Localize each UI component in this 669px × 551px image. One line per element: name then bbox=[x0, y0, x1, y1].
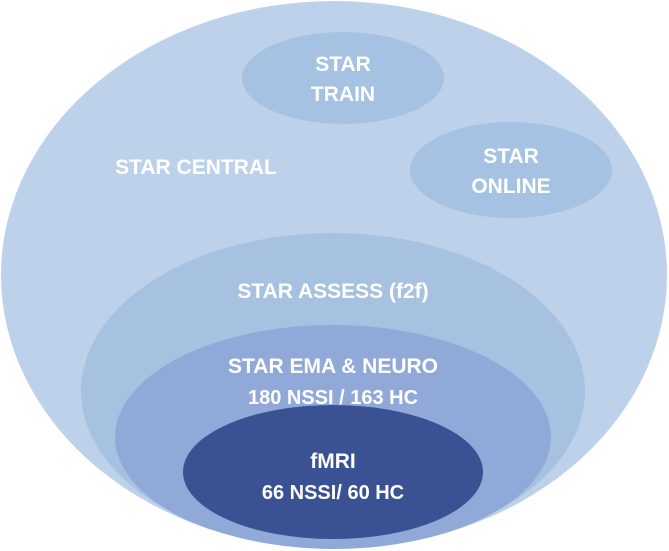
star-train-label-line2: TRAIN bbox=[311, 83, 375, 106]
star-online-label-line2: ONLINE bbox=[471, 175, 550, 198]
star-online-label-line1: STAR bbox=[483, 145, 539, 168]
star-ema-neuro-label-line1: STAR EMA & NEURO bbox=[228, 355, 438, 378]
star-central-label: STAR CENTRAL bbox=[115, 156, 277, 179]
star-online-ellipse bbox=[410, 122, 612, 218]
star-train-label-line1: STAR bbox=[315, 53, 371, 76]
fmri-ellipse bbox=[183, 405, 483, 539]
star-assess-label: STAR ASSESS (f2f) bbox=[237, 280, 428, 303]
fmri-label-line2: 66 NSSI/ 60 HC bbox=[262, 482, 404, 504]
star-train-ellipse bbox=[242, 32, 444, 124]
fmri-label-line1: fMRI bbox=[310, 450, 356, 473]
star-ema-neuro-label-line2: 180 NSSI / 163 HC bbox=[248, 387, 418, 409]
